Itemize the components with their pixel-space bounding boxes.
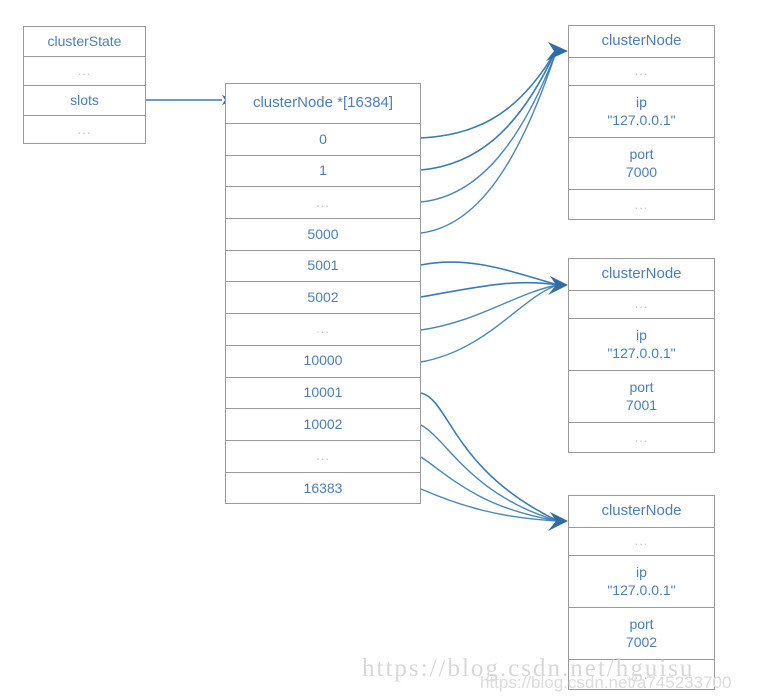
cluster-node-port-label: port	[629, 146, 654, 162]
cluster-node-ip-value: "127.0.0.1"	[607, 344, 676, 361]
cluster-node-ip-label: ip	[636, 94, 647, 110]
cluster-state-title: clusterState	[24, 27, 145, 57]
cluster-node-port-field: port 7001	[569, 371, 714, 423]
cluster-node-dots-top: ...	[569, 291, 714, 319]
slot-cell-10000: 10000	[226, 346, 420, 378]
cluster-node-port-value: 7001	[625, 396, 658, 413]
connector-group-node0	[420, 42, 568, 234]
cluster-node-dots-top: ...	[569, 58, 714, 86]
cluster-node-title: clusterNode	[569, 26, 714, 58]
cluster-state-dots-top: ...	[24, 57, 145, 86]
slot-cell-1: 1	[226, 156, 420, 188]
slot-cell-gap-2: ...	[226, 314, 420, 346]
slot-cell-10002: 10002	[226, 409, 420, 441]
cluster-node-title: clusterNode	[569, 259, 714, 291]
cluster-state-slots-field: slots	[24, 86, 145, 116]
cluster-node-dots-bottom: ...	[634, 430, 649, 446]
slot-cell-10001: 10001	[226, 378, 420, 410]
cluster-node-port-label: port	[629, 379, 654, 395]
cluster-node-dots-bottom: ...	[634, 667, 649, 683]
cluster-node-box-7002: clusterNode ... ip "127.0.0.1" port 7002…	[568, 495, 715, 690]
cluster-node-ip-value: "127.0.0.1"	[607, 111, 676, 128]
slot-cell-5000: 5000	[226, 219, 420, 251]
slot-cell-16383: 16383	[303, 479, 343, 496]
cluster-node-port-field: port 7002	[569, 608, 714, 660]
cluster-node-port-value: 7002	[625, 633, 658, 650]
cluster-node-box-7000: clusterNode ... ip "127.0.0.1" port 7000…	[568, 25, 715, 220]
slot-cell-gap-3: ...	[226, 441, 420, 473]
connector-group-node2	[420, 392, 568, 531]
cluster-node-dots-bottom: ...	[634, 197, 649, 213]
cluster-node-port-field: port 7000	[569, 138, 714, 190]
slot-cell-0: 0	[226, 124, 420, 156]
cluster-node-ip-field: ip "127.0.0.1"	[569, 86, 714, 138]
slot-array-box: clusterNode *[16384] 0 1 ... 5000 5001 5…	[225, 83, 421, 504]
slot-cell-gap-1: ...	[226, 187, 420, 220]
cluster-node-ip-label: ip	[636, 564, 647, 580]
connector-slots-to-array	[146, 95, 234, 105]
cluster-node-ip-value: "127.0.0.1"	[607, 581, 676, 598]
slot-cell-5002: 5002	[226, 282, 420, 315]
cluster-node-dots-top: ...	[569, 528, 714, 556]
cluster-node-title: clusterNode	[569, 496, 714, 528]
cluster-node-ip-field: ip "127.0.0.1"	[569, 319, 714, 371]
connector-group-node1	[420, 261, 568, 363]
cluster-node-port-label: port	[629, 616, 654, 632]
slot-cell-5001: 5001	[226, 251, 420, 283]
cluster-node-port-value: 7000	[625, 163, 658, 180]
cluster-state-dots-bottom: ...	[77, 122, 92, 138]
cluster-node-ip-field: ip "127.0.0.1"	[569, 556, 714, 608]
cluster-node-box-7001: clusterNode ... ip "127.0.0.1" port 7001…	[568, 258, 715, 453]
slot-array-header: clusterNode *[16384]	[226, 84, 420, 124]
cluster-node-ip-label: ip	[636, 327, 647, 343]
cluster-state-box: clusterState ... slots ...	[23, 26, 146, 144]
